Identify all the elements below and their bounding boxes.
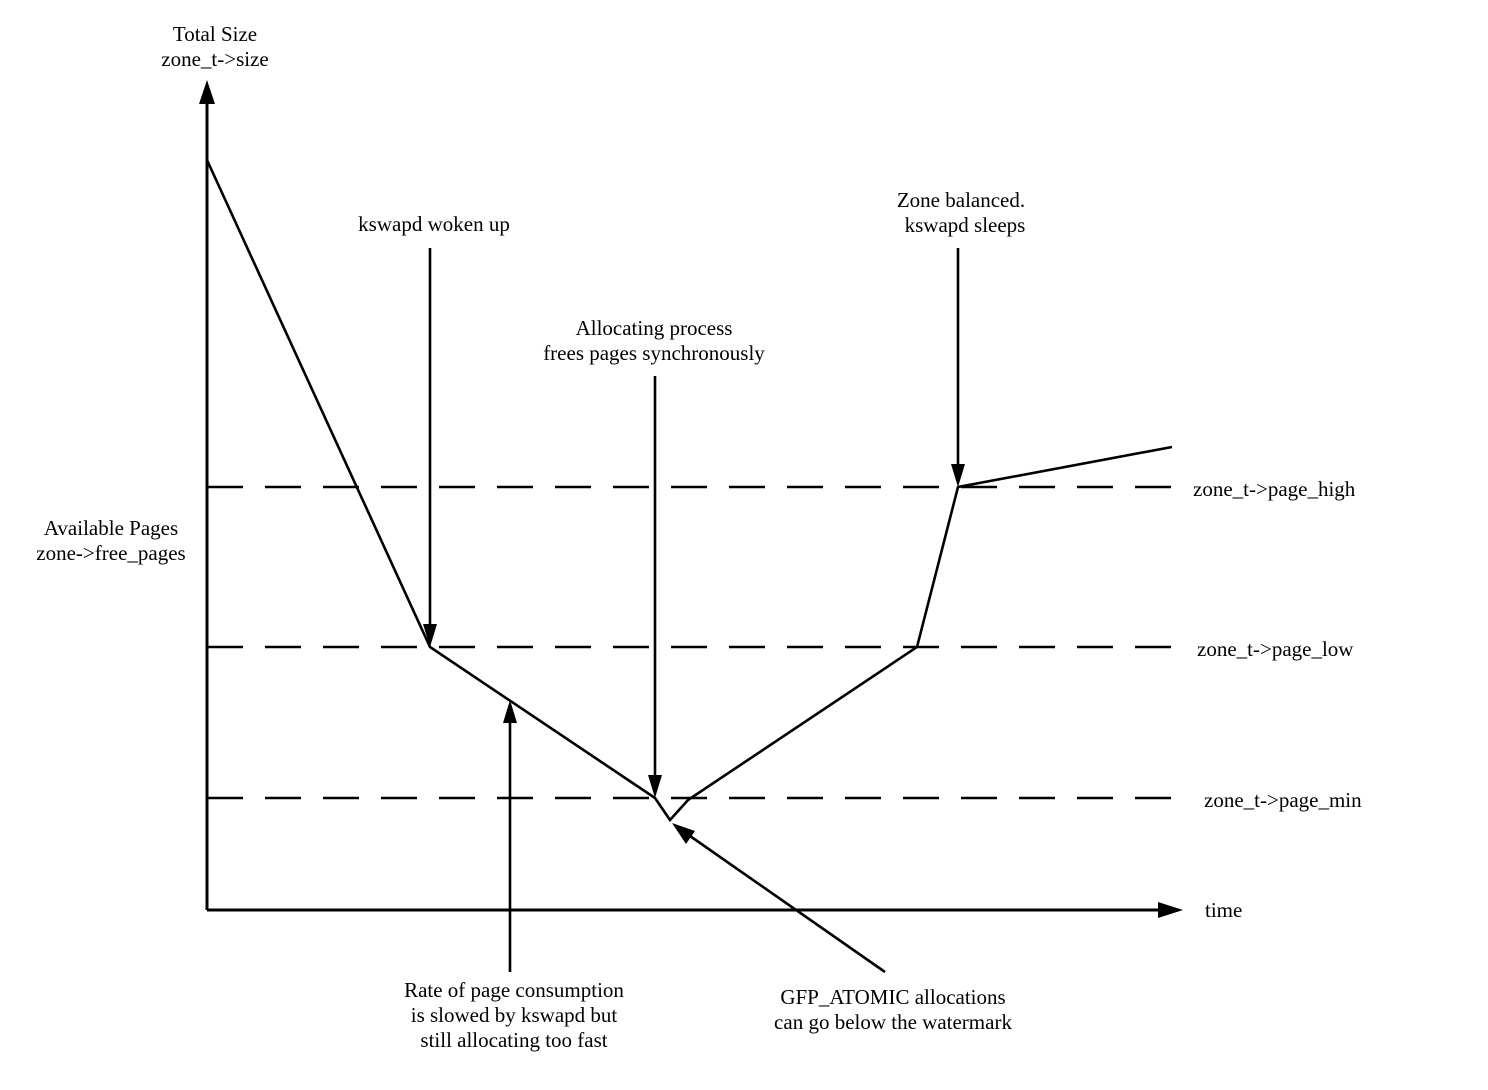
rate-consumption-arrowhead [503, 700, 517, 723]
zone-balanced-label-line2: kswapd sleeps [905, 213, 1026, 237]
rate-consumption-label-line1: Rate of page consumption [404, 978, 624, 1002]
available-pages-label-line2: zone->free_pages [36, 541, 185, 565]
gfp-atomic-arrowhead [672, 823, 695, 844]
rate-consumption-label-line2: is slowed by kswapd but [411, 1003, 618, 1027]
zone-balanced-arrowhead [951, 464, 965, 487]
gfp-atomic-label-line1: GFP_ATOMIC allocations [780, 985, 1005, 1009]
kswapd-woken-label: kswapd woken up [358, 212, 510, 236]
allocating-process-label-line1: Allocating process [576, 316, 733, 340]
y-axis-arrowhead [199, 80, 215, 104]
allocating-process-label-line2: frees pages synchronously [543, 341, 765, 365]
allocating-process-arrowhead [648, 775, 662, 798]
rate-consumption-label-line3: still allocating too fast [420, 1028, 607, 1052]
available-pages-label-line1: Available Pages [44, 516, 178, 540]
page-min-label: zone_t->page_min [1204, 788, 1362, 812]
gfp-atomic-label-line2: can go below the watermark [774, 1010, 1012, 1034]
gfp-atomic-arrow [689, 834, 886, 974]
kswapd-woken-arrowhead [423, 624, 437, 647]
zone-balanced-label-line1: Zone balanced. [897, 188, 1025, 212]
free-pages-curve [205, 159, 1173, 823]
page-low-label: zone_t->page_low [1197, 637, 1354, 661]
x-axis-arrowhead [1158, 902, 1183, 918]
page-high-label: zone_t->page_high [1193, 477, 1356, 501]
y-axis-label-line1: Total Size [173, 22, 257, 46]
x-axis-label: time [1205, 898, 1242, 922]
y-axis-label-line2: zone_t->size [161, 47, 268, 71]
